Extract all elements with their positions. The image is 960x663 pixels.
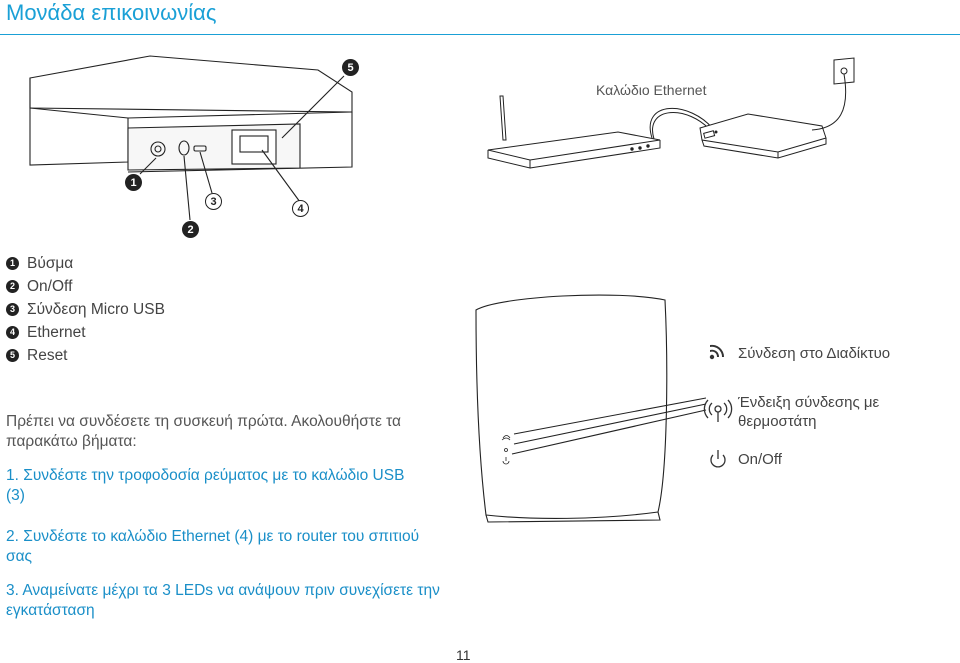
unit-back-view — [29, 55, 353, 221]
instruction-step-3: 3. Αναμείνατε μέχρι τα 3 LEDs να ανάψουν… — [6, 582, 440, 619]
callout-4: 4 — [292, 200, 309, 217]
legend-number: 1 — [6, 257, 19, 270]
legend-label: Reset — [27, 347, 68, 364]
legend-item: 5 Reset — [6, 344, 165, 367]
legend-number: 3 — [6, 303, 19, 316]
legend-label: Σύνδεση Micro USB — [27, 301, 165, 318]
legend-number: 5 — [6, 349, 19, 362]
power-icon — [710, 450, 726, 468]
legend-label: Βύσμα — [27, 255, 74, 272]
legend-number: 4 — [6, 326, 19, 339]
legend-label: On/Off — [27, 278, 73, 295]
front-led-icons — [501, 435, 511, 465]
callout-1: 1 — [125, 174, 142, 191]
callout-2: 2 — [182, 221, 199, 238]
page-number: 11 — [456, 647, 471, 663]
instruction-step-2: 2. Συνδέστε το καλώδιο Ethernet (4) με τ… — [6, 528, 420, 565]
legend-label: Ethernet — [27, 324, 86, 341]
page-title: Μονάδα επικοινωνίας — [6, 0, 217, 25]
legend-item: 3 Σύνδεση Micro USB — [6, 298, 165, 321]
legend-item: 1 Βύσμα — [6, 252, 165, 275]
legend-item: 4 Ethernet — [6, 321, 165, 344]
callout-3: 3 — [205, 193, 222, 210]
internet-indicator-label: Σύνδεση στο Διαδίκτυο — [738, 345, 891, 362]
title-divider — [0, 34, 960, 35]
legend-number: 2 — [6, 280, 19, 293]
callout-5: 5 — [342, 59, 359, 76]
thermostat-indicator-label: Ένδειξη σύνδεσης με θερμοστάτη — [738, 394, 880, 430]
router-connection-view — [487, 57, 855, 169]
parts-legend: 1 Βύσμα 2 On/Off 3 Σύνδεση Micro USB 4 E… — [6, 252, 165, 367]
ethernet-cable-label: Καλώδιο Ethernet — [596, 82, 707, 98]
unit-front-view — [475, 294, 707, 523]
instruction-step-1: 1. Συνδέστε την τροφοδοσία ρεύματος με τ… — [6, 467, 405, 504]
instructions-intro: Πρέπει να συνδέσετε τη συσκευή πρώτα. Ακ… — [6, 413, 402, 450]
legend-item: 2 On/Off — [6, 275, 165, 298]
internet-icon — [709, 344, 725, 360]
onoff-indicator-label: On/Off — [738, 451, 782, 468]
thermostat-link-icon — [703, 399, 733, 422]
